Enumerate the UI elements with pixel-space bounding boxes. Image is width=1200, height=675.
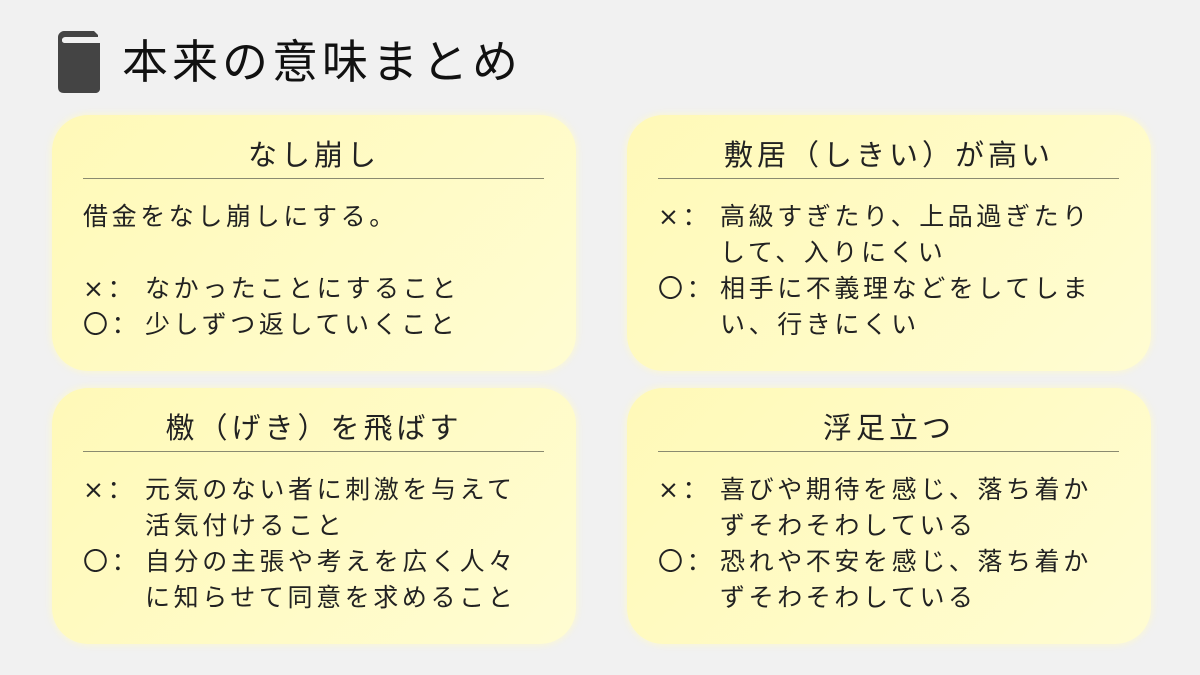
wrong-mark-icon: ×： bbox=[658, 202, 712, 231]
text-line: に知らせて同意を求めること bbox=[145, 583, 517, 612]
card-divider bbox=[658, 178, 1119, 179]
text-line: 自分の主張や考えを広く人々 bbox=[145, 547, 517, 576]
page-header: 本来の意味まとめ bbox=[58, 30, 522, 94]
correct-mark-icon: 〇： bbox=[83, 547, 141, 576]
correct-meaning: 〇： 相手に不義理などをしてしま い、行きにくい bbox=[658, 271, 1123, 343]
wrong-meaning-text: 高級すぎたり、上品過ぎたり して、入りにくい bbox=[720, 199, 1123, 271]
text-line: 喜びや期待を感じ、落ち着か bbox=[720, 475, 1092, 504]
wrong-meaning-text: 元気のない者に刺激を与えて 活気付けること bbox=[145, 472, 556, 544]
wrong-meaning: ×： 喜びや期待を感じ、落ち着か ずそわそわしている bbox=[658, 472, 1123, 544]
text-line: 活気付けること bbox=[145, 511, 346, 540]
wrong-meaning: ×： 高級すぎたり、上品過ぎたり して、入りにくい bbox=[658, 199, 1123, 271]
correct-meaning-text: 恐れや不安を感じ、落ち着か ずそわそわしている bbox=[720, 544, 1123, 616]
correct-meaning: 〇： 少しずつ返していくこと bbox=[83, 307, 556, 343]
wrong-meaning-text: 喜びや期待を感じ、落ち着か ずそわそわしている bbox=[720, 472, 1123, 544]
card-body: ×： 喜びや期待を感じ、落ち着か ずそわそわしている 〇： 恐れや不安を感じ、落… bbox=[658, 472, 1123, 616]
meaning-card-geki-wo-tobasu: 檄（げき）を飛ばす ×： 元気のない者に刺激を与えて 活気付けること 〇： 自分… bbox=[52, 388, 576, 644]
text-line: 元気のない者に刺激を与えて bbox=[145, 475, 516, 504]
correct-mark-icon: 〇： bbox=[658, 547, 716, 576]
wrong-meaning: ×： なかったことにすること bbox=[83, 271, 556, 307]
text-line: 相手に不義理などをしてしま bbox=[720, 274, 1092, 303]
page-title: 本来の意味まとめ bbox=[122, 35, 522, 89]
book-icon bbox=[58, 31, 100, 93]
meaning-card-ukiashidatsu: 浮足立つ ×： 喜びや期待を感じ、落ち着か ずそわそわしている 〇： 恐れや不安… bbox=[627, 388, 1151, 644]
meaning-card-shikii-ga-takai: 敷居（しきい）が高い ×： 高級すぎたり、上品過ぎたり して、入りにくい 〇： … bbox=[627, 115, 1151, 371]
card-title: 浮足立つ bbox=[822, 411, 955, 445]
wrong-mark-icon: ×： bbox=[658, 475, 712, 504]
correct-meaning-text: 相手に不義理などをしてしま い、行きにくい bbox=[720, 271, 1123, 343]
wrong-meaning-text: なかったことにすること bbox=[145, 274, 460, 303]
card-body: ×： 高級すぎたり、上品過ぎたり して、入りにくい 〇： 相手に不義理などをして… bbox=[658, 199, 1123, 343]
correct-meaning: 〇： 自分の主張や考えを広く人々 に知らせて同意を求めること bbox=[83, 544, 556, 616]
card-divider bbox=[658, 451, 1119, 452]
text-line: ずそわそわしている bbox=[720, 511, 977, 540]
text-line: 高級すぎたり、上品過ぎたり bbox=[720, 202, 1091, 231]
card-divider bbox=[83, 178, 544, 179]
card-title: 敷居（しきい）が高い bbox=[723, 138, 1054, 172]
example-sentence: 借金をなし崩しにする。 bbox=[83, 202, 398, 231]
correct-meaning: 〇： 恐れや不安を感じ、落ち着か ずそわそわしている bbox=[658, 544, 1123, 616]
wrong-mark-icon: ×： bbox=[83, 274, 137, 303]
correct-mark-icon: 〇： bbox=[658, 274, 716, 303]
correct-mark-icon: 〇： bbox=[83, 310, 141, 339]
card-divider bbox=[83, 451, 544, 452]
blank-line bbox=[83, 235, 556, 271]
text-line: ずそわそわしている bbox=[720, 583, 977, 612]
wrong-mark-icon: ×： bbox=[83, 475, 137, 504]
wrong-meaning: ×： 元気のない者に刺激を与えて 活気付けること bbox=[83, 472, 556, 544]
text-line: い、行きにくい bbox=[720, 310, 920, 339]
text-line: 恐れや不安を感じ、落ち着か bbox=[720, 547, 1092, 576]
text-line: して、入りにくい bbox=[720, 238, 947, 267]
card-body: 借金をなし崩しにする。 ×： なかったことにすること 〇： 少しずつ返していくこ… bbox=[83, 199, 556, 343]
card-title: なし崩し bbox=[247, 138, 380, 172]
correct-meaning-text: 少しずつ返していくこと bbox=[145, 310, 459, 339]
correct-meaning-text: 自分の主張や考えを広く人々 に知らせて同意を求めること bbox=[145, 544, 556, 616]
meaning-card-nashikuzushi: なし崩し 借金をなし崩しにする。 ×： なかったことにすること 〇： 少しずつ返… bbox=[52, 115, 576, 371]
card-title: 檄（げき）を飛ばす bbox=[165, 411, 463, 445]
card-body: ×： 元気のない者に刺激を与えて 活気付けること 〇： 自分の主張や考えを広く人… bbox=[83, 472, 556, 616]
